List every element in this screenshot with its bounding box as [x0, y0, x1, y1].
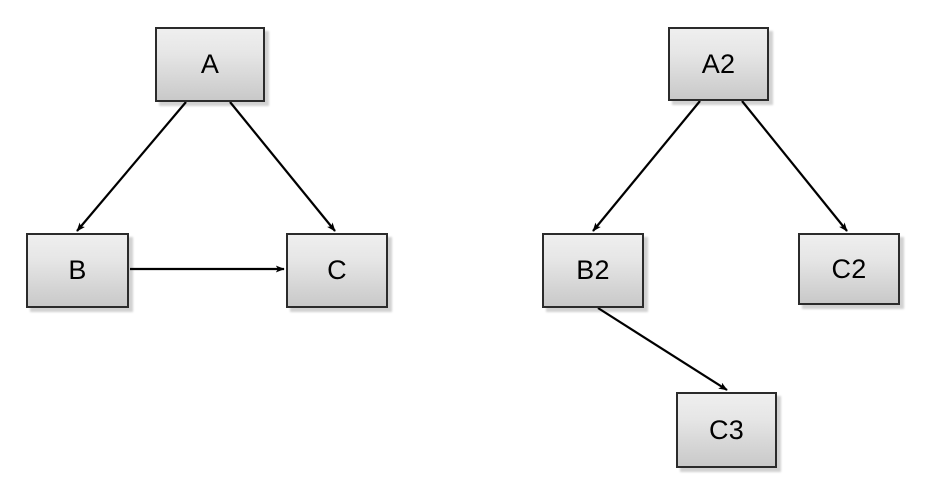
edge-a-to-c	[229, 101, 336, 232]
node-c2[interactable]: C2	[798, 233, 900, 305]
node-c[interactable]: C	[286, 233, 388, 308]
node-a[interactable]: A	[155, 27, 265, 102]
node-label-b: B	[68, 255, 87, 285]
edge-a2-to-b2	[592, 100, 701, 232]
node-label-c3: C3	[709, 414, 744, 445]
node-label-a: A	[200, 49, 220, 79]
edge-a-to-b	[76, 101, 187, 232]
edge-a2-to-c2	[741, 100, 848, 232]
node-label-b2: B2	[576, 255, 610, 285]
node-a2[interactable]: A2	[668, 27, 769, 101]
node-c3[interactable]: C3	[676, 392, 777, 468]
node-b[interactable]: B	[26, 233, 129, 308]
node-label-c: C	[327, 255, 347, 285]
node-label-a2: A2	[701, 48, 736, 79]
node-label-c2: C2	[831, 253, 867, 284]
edge-b2-to-c3	[597, 307, 728, 391]
node-b2[interactable]: B2	[542, 233, 644, 308]
